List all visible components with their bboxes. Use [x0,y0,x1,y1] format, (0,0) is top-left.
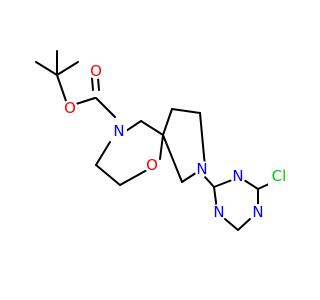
ester-oxygen-label: O [64,99,76,117]
ring-oxygen-atom: O [144,156,160,174]
bond-tbutyl-methyl-right [56,61,79,76]
bond-triazine-n1-c [243,179,259,190]
triazine-nitrogen-3-label: N [252,203,263,221]
bond-triazine-n3-ch [237,218,251,231]
bond-spiro-o6 [159,134,164,160]
carbonyl-oxygen-atom: O [88,62,104,80]
triazine-nitrogen-1-atom: N [230,167,246,185]
triazine-nitrogen-5-label: N [213,203,224,221]
atoms: O O N O N N N N [62,62,290,221]
bond-carbonyl-piperidine-n [95,97,116,118]
bond-triazine-ch-n5 [224,218,239,231]
carbonyl-oxygen-label: O [90,62,102,80]
bond-c7-c8 [95,164,121,186]
pyrrolidine-nitrogen-atom: N [194,160,210,178]
triazine-nitrogen-1-label: N [232,167,243,185]
bond-carbonyl-double-a [91,77,94,91]
bond-c9-spiro [140,120,164,136]
bond-c3-spiro [162,134,183,183]
piperidine-nitrogen-atom: N [111,122,127,140]
bond-n2-triazine [204,176,215,188]
triazine-nitrogen-3-atom: N [250,203,266,221]
chlorine-atom: Cl [268,167,290,185]
bond-triazine-c-n1 [213,179,233,188]
molecule-structure-diagram: O O N O N N N N [35,50,290,231]
bonds [35,50,272,231]
bond-tbutyl-methyl-left [35,61,58,76]
pyrrolidine-nitrogen-label: N [196,160,207,178]
bond-tbutyl-oxygen [56,74,67,102]
bond-oxygen-carbonyl-carbon [75,97,96,105]
bond-c1-c2 [171,108,201,114]
ring-oxygen-label: O [146,156,158,174]
bond-c2-n2 [199,112,206,168]
bond-c8-n8 [95,141,111,166]
triazine-nitrogen-5-atom: N [211,203,227,221]
ester-oxygen-atom: O [62,99,78,117]
bond-spiro-c1 [162,108,173,136]
chlorine-label: Cl [272,167,287,185]
bond-carbonyl-double-b [97,77,100,91]
piperidine-nitrogen-label: N [113,122,124,140]
bond-o6-c7 [119,169,148,186]
